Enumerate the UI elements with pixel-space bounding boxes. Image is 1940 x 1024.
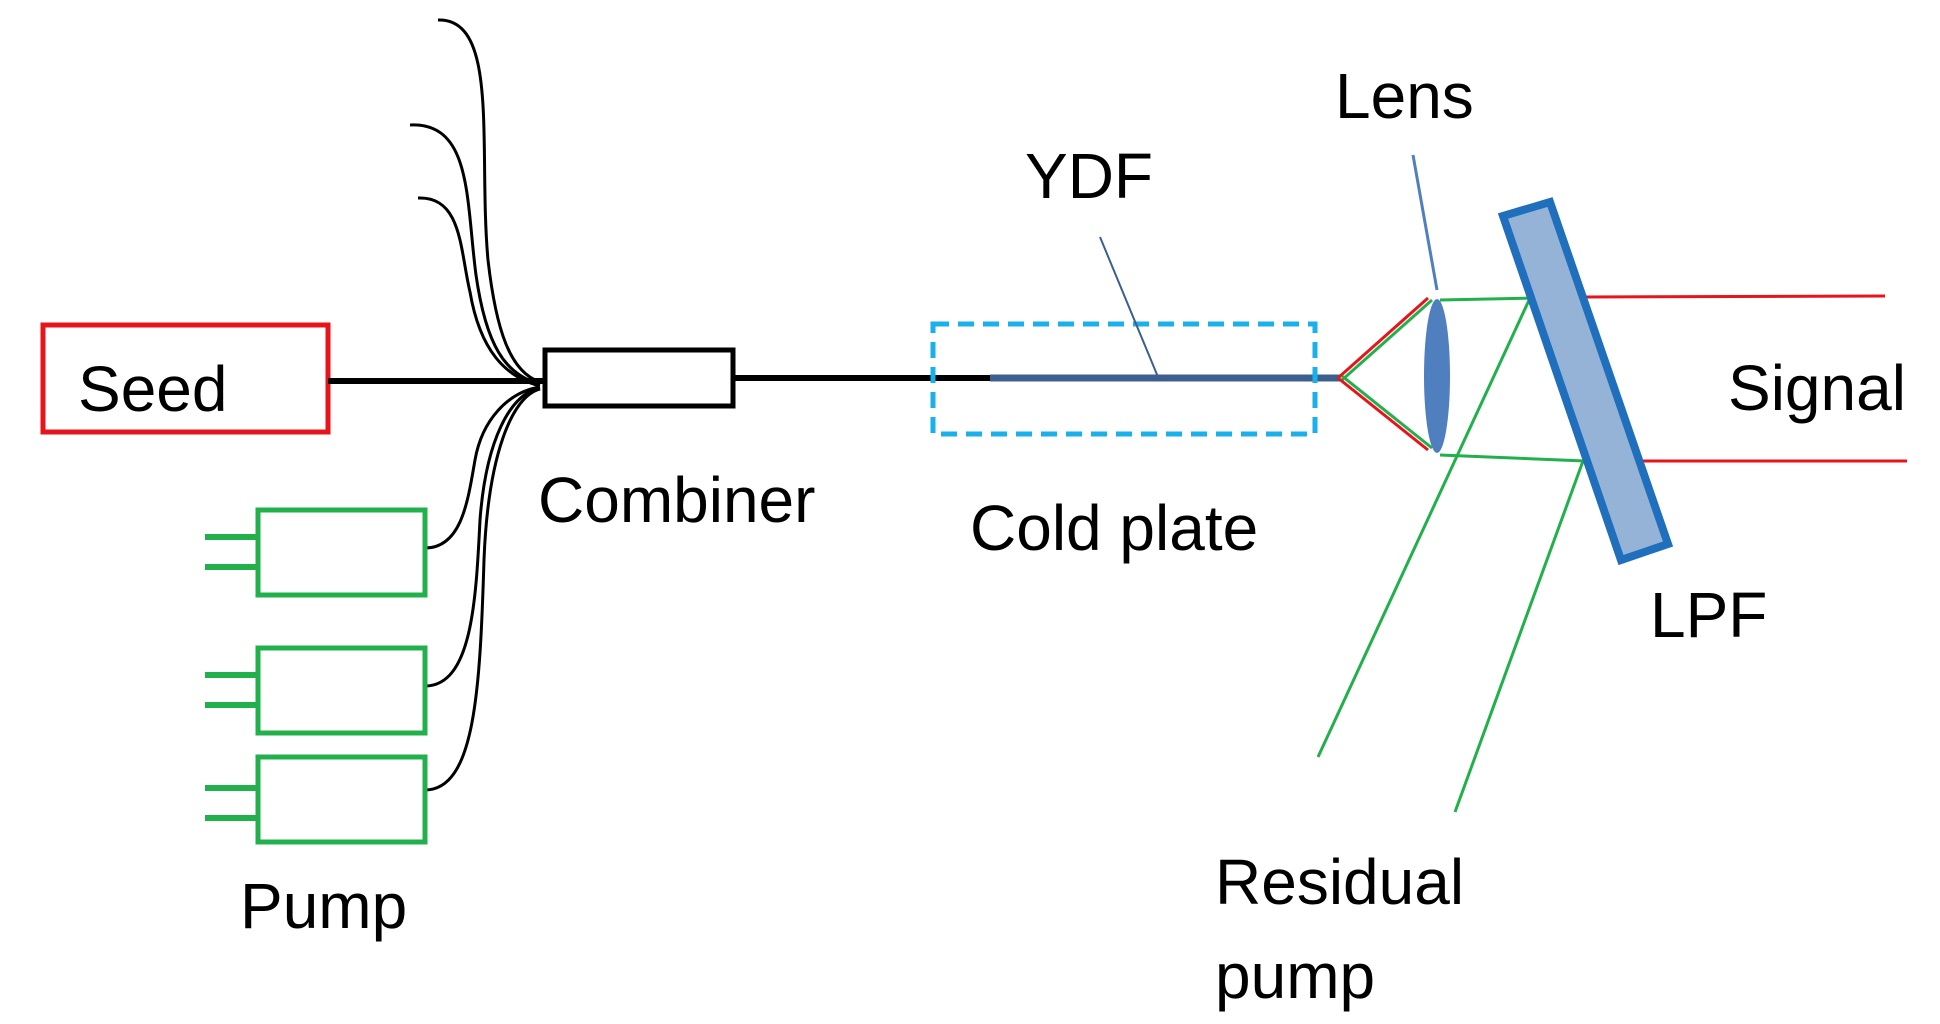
pump-3-box (255, 754, 428, 845)
residual-pump-beam-1 (1316, 297, 1532, 758)
beam-upper-green (1341, 298, 1433, 382)
seed-label: Seed (78, 353, 227, 425)
residual-pump-label-line1: Residual (1215, 846, 1464, 918)
pump-fiber-3 (424, 387, 541, 792)
spare-fiber-2 (409, 123, 541, 386)
beam-upper-red (1337, 296, 1429, 380)
combiner-label: Combiner (538, 464, 815, 536)
ydf-pointer (1099, 236, 1159, 378)
beam-lower-green (1341, 374, 1433, 450)
pump-label: Pump (240, 870, 407, 942)
pump-diode-2 (205, 645, 428, 736)
fiber-bundle (409, 18, 541, 792)
pump-1-box (255, 507, 428, 598)
lens-pointer (1411, 154, 1439, 291)
pump-fiber-1 (424, 385, 541, 550)
residual-pump-label-line2: pump (1215, 940, 1375, 1012)
spare-fiber-3 (417, 196, 541, 388)
pump-diode-3 (205, 754, 428, 845)
lpf-filter (1497, 197, 1674, 566)
spare-fiber-1 (437, 18, 541, 384)
cold-plate-box (930, 321, 1318, 437)
pump-fiber-2 (424, 386, 541, 688)
beam-lower-red (1337, 376, 1429, 452)
combiner-box (542, 347, 736, 409)
beam-lower-collimated (1439, 453, 1586, 463)
pump-diode-1 (205, 507, 428, 598)
lens-label: Lens (1335, 60, 1474, 132)
cold-plate-label: Cold plate (970, 492, 1258, 564)
residual-pump-beam-2 (1453, 460, 1585, 813)
signal-upper-beam (1584, 294, 1886, 299)
lpf-label: LPF (1650, 579, 1767, 651)
lens (1424, 299, 1450, 453)
ydf-label: YDF (1025, 140, 1153, 212)
signal-label: Signal (1728, 352, 1906, 424)
pump-2-box (255, 645, 428, 736)
